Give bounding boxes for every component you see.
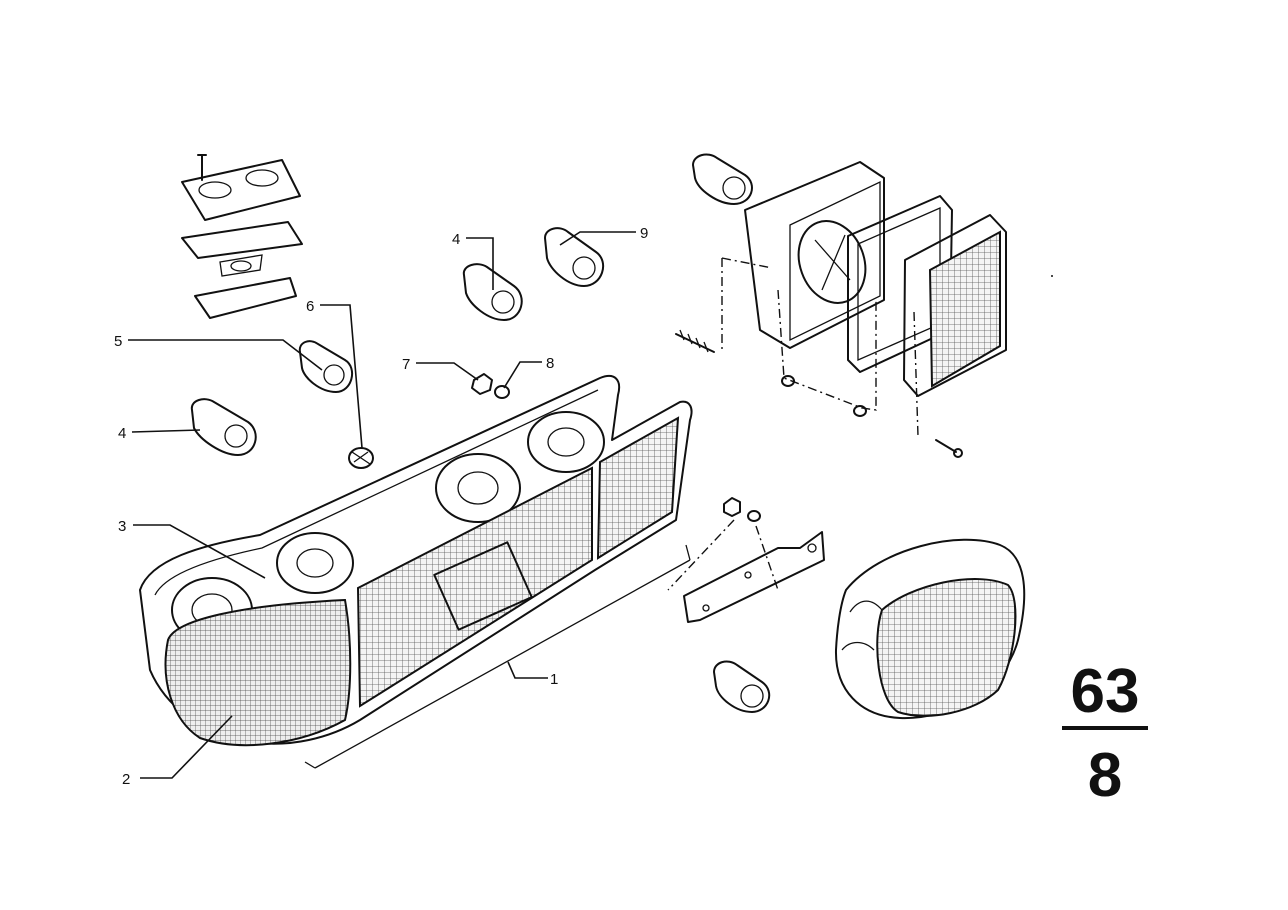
- leader-6: [320, 304, 363, 449]
- callout-7: 7: [402, 356, 410, 373]
- nut-7: [471, 373, 493, 395]
- callout-8: 8: [546, 355, 554, 372]
- callout-9: 9: [640, 225, 648, 242]
- bulb-5: [298, 340, 354, 393]
- assembly-line-c: [913, 311, 919, 437]
- callout-6: 6: [306, 298, 314, 315]
- leader-9: [559, 231, 636, 246]
- leader-2: [140, 715, 233, 779]
- bulb-bottom: [713, 660, 771, 713]
- bulb-4-top: [462, 263, 523, 321]
- group-main: 63: [1071, 657, 1140, 726]
- assembly-line-b: [777, 289, 877, 411]
- group-divider: [1062, 726, 1148, 730]
- bulb-socket-6: [348, 447, 374, 469]
- tail-light-housing: [139, 375, 693, 747]
- bulb-top-right: [692, 153, 753, 205]
- callout-4-top: 4: [452, 231, 460, 248]
- spring: [675, 329, 715, 353]
- washer-8: [494, 385, 510, 399]
- callout-5: 5: [114, 333, 122, 350]
- bulb-4-left: [190, 398, 257, 456]
- side-marker-lens: [903, 214, 1007, 397]
- marker-nut-b: [853, 405, 867, 417]
- marker-screw: [935, 439, 963, 458]
- speck: [1051, 275, 1053, 277]
- leader-3: [133, 524, 266, 579]
- leader-1: [507, 661, 548, 679]
- callout-4-left: 4: [118, 425, 126, 442]
- bulb-9: [544, 227, 605, 287]
- leader-5: [128, 339, 323, 371]
- group-sub: 8: [1088, 741, 1122, 810]
- leader-4-top: [466, 237, 494, 290]
- mounting-bracket: [683, 531, 825, 623]
- fog-lamp: [834, 538, 1026, 720]
- bracket-nut: [723, 497, 761, 522]
- group-number: 63 8: [1062, 657, 1148, 810]
- callout-3: 3: [118, 518, 126, 535]
- assembly-line-a: [721, 257, 773, 352]
- leader-8: [503, 361, 542, 389]
- marker-nut-a: [781, 375, 795, 387]
- callout-2: 2: [122, 771, 130, 788]
- license-plate-light: [181, 154, 303, 319]
- callout-1: 1: [550, 671, 558, 688]
- leader-4-left: [131, 429, 201, 433]
- side-marker-housing: [744, 161, 885, 349]
- assembly-line-d: [667, 519, 779, 591]
- leader-7: [416, 362, 479, 381]
- part-1-bracket: [304, 544, 691, 769]
